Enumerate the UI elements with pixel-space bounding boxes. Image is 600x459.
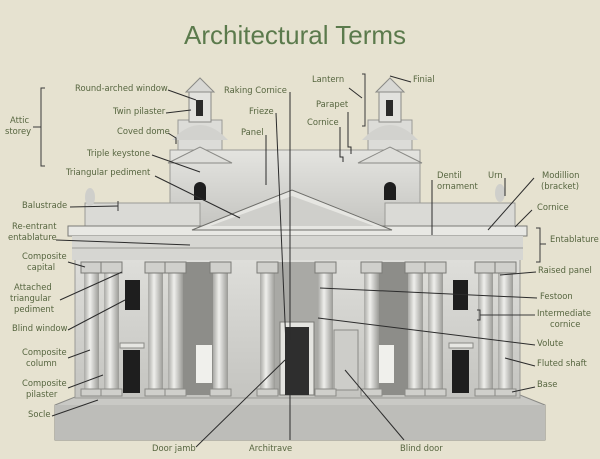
label-line: pediment (14, 304, 55, 314)
label-frieze: Frieze (249, 106, 274, 116)
label-socle: Socle (28, 409, 51, 419)
label-line: capital (27, 262, 55, 272)
label-line: triangular (10, 293, 52, 303)
label-line: (bracket) (541, 181, 579, 191)
label-line: pilaster (26, 389, 58, 399)
label-attached-triangular-pediment: Attached triangular pediment (10, 282, 55, 314)
column (424, 261, 447, 397)
label-door-jamb: Door jamb (152, 443, 196, 453)
label-composite-column: Composite column (22, 347, 67, 368)
building-illustration (54, 77, 546, 441)
label-finial: Finial (413, 74, 435, 84)
label-raking-cornice: Raking Cornice (224, 85, 287, 95)
label-raised-panel: Raised panel (538, 265, 592, 275)
term-labels: Round-arched window Twin pilaster Coved … (5, 74, 599, 453)
label-line: entablature (8, 232, 57, 242)
column (100, 261, 123, 397)
label-volute: Volute (537, 338, 563, 348)
label-line: Dentil (437, 170, 462, 180)
label-blind-door: Blind door (400, 443, 443, 453)
label-entablature: Entablature (550, 234, 599, 244)
label-base: Base (537, 379, 557, 389)
label-cornice-right: Cornice (537, 202, 569, 212)
column (494, 261, 517, 397)
label-line: column (26, 358, 57, 368)
label-intermediate-cornice: Intermediate cornice (537, 308, 591, 329)
label-cornice-top: Cornice (307, 117, 339, 127)
composite-columns (80, 261, 517, 397)
label-attic-storey: Attic storey (5, 115, 31, 136)
label-fluted-shaft: Fluted shaft (537, 358, 587, 368)
label-round-arched-window: Round-arched window (75, 83, 168, 93)
label-line: cornice (550, 319, 580, 329)
column (314, 261, 337, 397)
column (164, 261, 187, 397)
label-architrave: Architrave (249, 443, 292, 453)
column (474, 261, 497, 397)
label-line: Modillion (542, 170, 579, 180)
label-blind-window: Blind window (12, 323, 68, 333)
column (209, 261, 232, 397)
label-lantern: Lantern (312, 74, 344, 84)
label-line: storey (5, 126, 31, 136)
column (404, 261, 427, 397)
label-line: Composite (22, 251, 67, 261)
label-line: Attached (14, 282, 52, 292)
column (256, 261, 279, 397)
page-title: Architectural Terms (184, 20, 406, 50)
label-composite-pilaster: Composite pilaster (22, 378, 67, 399)
column (144, 261, 167, 397)
label-re-entrant-entablature: Re-entrant entablature (8, 221, 57, 242)
label-line: Composite (22, 347, 67, 357)
label-urn: Urn (488, 170, 503, 180)
label-composite-capital: Composite capital (22, 251, 67, 272)
label-twin-pilaster: Twin pilaster (112, 106, 166, 116)
label-triangular-pediment: Triangular pediment (65, 167, 151, 177)
column (360, 261, 383, 397)
label-line: Composite (22, 378, 67, 388)
label-balustrade: Balustrade (22, 200, 67, 210)
label-panel: Panel (241, 127, 264, 137)
label-line: Attic (10, 115, 29, 125)
label-dentil-ornament: Dentil ornament (437, 170, 478, 191)
label-line: ornament (437, 181, 478, 191)
label-parapet: Parapet (316, 99, 349, 109)
label-line: Re-entrant (12, 221, 57, 231)
label-festoon: Festoon (540, 291, 573, 301)
label-coved-dome: Coved dome (117, 126, 170, 136)
label-line: Intermediate (537, 308, 591, 318)
leader-lines (33, 73, 546, 448)
label-triple-keystone: Triple keystone (86, 148, 150, 158)
label-modillion: Modillion (bracket) (541, 170, 579, 191)
